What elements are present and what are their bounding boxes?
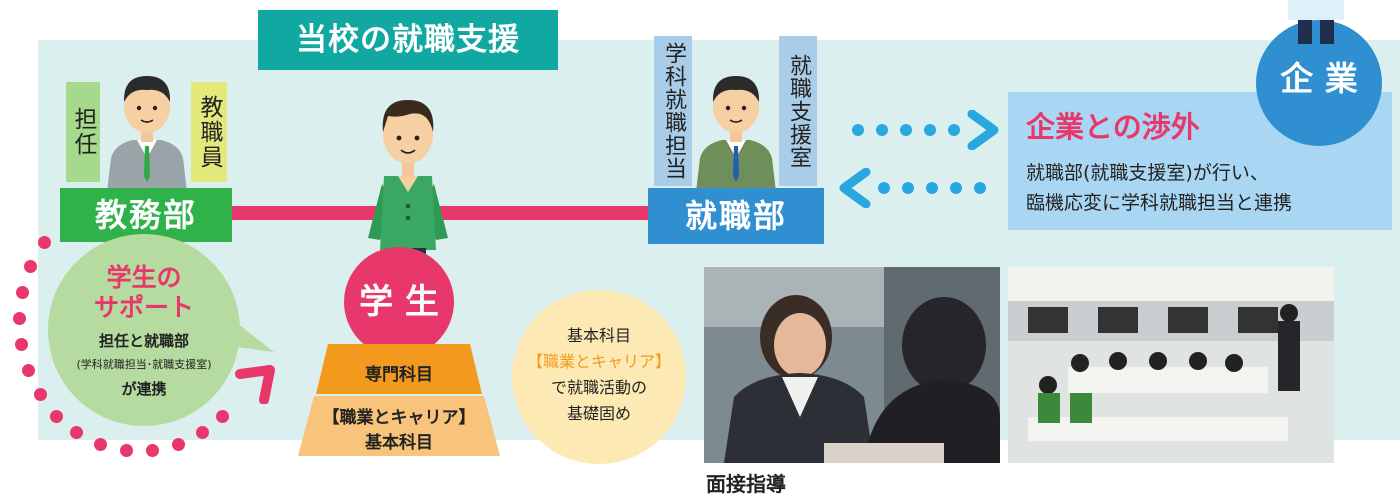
- support-line1: 担任と就職部: [98, 332, 189, 350]
- support-bubble-tail: [228, 316, 274, 352]
- page-title: 当校の就職支援: [258, 10, 558, 70]
- company-circle: [1256, 20, 1382, 146]
- connection-bar: [230, 206, 660, 220]
- arrow-left-dots: [839, 168, 986, 208]
- company-box-line2: 臨機応変に学科就職担当と連携: [1026, 192, 1293, 214]
- tag-job-support-office: 就職支援室: [779, 36, 817, 186]
- student-label: 学 生: [359, 282, 439, 322]
- pyramid-bottom-line1: 【職業とキャリア】: [322, 408, 476, 428]
- basic-subject-bubble: [512, 290, 686, 464]
- tag-dept-job-officer: 学科就職担当: [654, 36, 692, 186]
- classroom-photo: [1008, 267, 1334, 463]
- teacher-illustration: [107, 76, 187, 192]
- job-staff-illustration: [696, 76, 776, 192]
- pyramid-bottom-line2: 基本科目: [365, 433, 433, 453]
- interview-photo: [704, 267, 1000, 463]
- pyramid-top-label: 専門科目: [365, 365, 433, 385]
- company-circle-label: 企 業: [1280, 59, 1358, 98]
- tag-staff: 教職員: [191, 82, 227, 182]
- basic-line1: 基本科目: [566, 326, 631, 345]
- kyomu-label: 教務部: [60, 188, 232, 242]
- tag-homeroom: 担任: [66, 82, 100, 182]
- student-circle: [344, 247, 454, 357]
- company-box-line1: 就職部(就職支援室)が行い、: [1026, 162, 1269, 184]
- arrow-right-dots: [852, 110, 999, 150]
- company-box-title: 企業との渉外: [1026, 110, 1200, 144]
- subject-pyramid: [298, 344, 500, 456]
- support-line3: が連携: [121, 380, 167, 398]
- support-line2: (学科就職担当･就職支援室): [76, 358, 212, 371]
- basic-line2: 【職業とキャリア】: [526, 352, 671, 371]
- support-bubble: [48, 234, 240, 426]
- support-arrow-head: [235, 365, 275, 404]
- basic-line4: 基礎固め: [566, 404, 631, 423]
- support-title-line1: 学生の: [106, 263, 182, 292]
- company-person-legs: [1288, 0, 1344, 44]
- support-title-line2: サポート: [93, 293, 194, 322]
- photo-caption: 面接指導: [706, 472, 786, 496]
- shushoku-label: 就職部: [648, 188, 824, 244]
- basic-line3: で就職活動の: [550, 378, 647, 397]
